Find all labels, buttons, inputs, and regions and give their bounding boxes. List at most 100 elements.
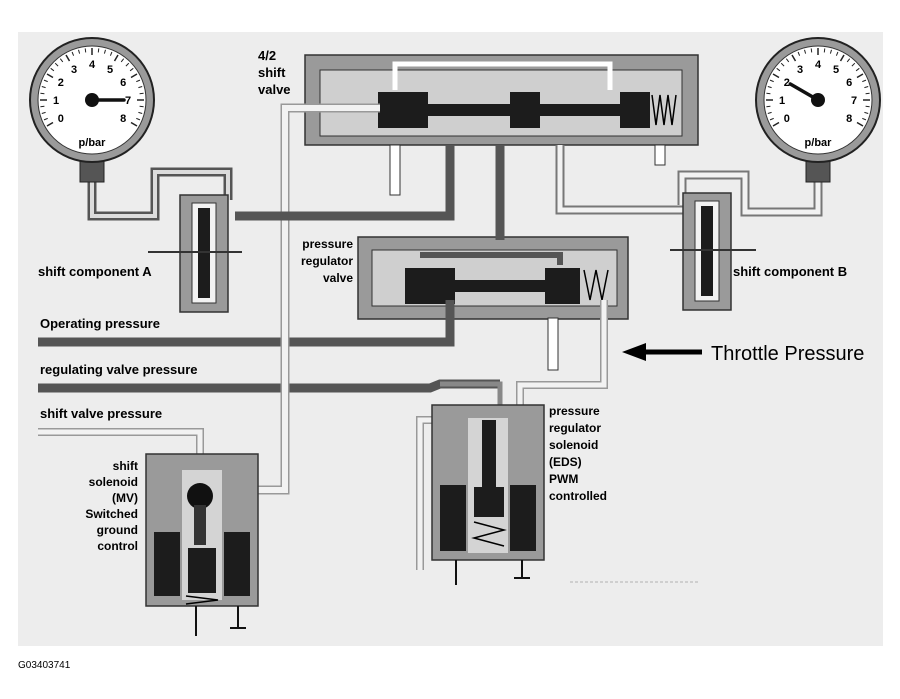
gauge-tick [43, 79, 48, 83]
shift-solenoid-label-1: shift [113, 459, 138, 473]
gauge-right-scale-6: 6 [846, 77, 852, 89]
gauge-left-scale-7: 7 [125, 95, 131, 107]
figure-code: G03403741 [18, 660, 71, 671]
gauge-tick [865, 105, 870, 108]
pressure-regulator-valve-label-1: pressure [302, 237, 353, 251]
gauge-tick [864, 111, 869, 114]
gauge-tick [136, 117, 141, 121]
gauge-tick [103, 49, 106, 54]
shift-component-b [670, 192, 756, 311]
shift-component-a-label: shift component A [38, 264, 152, 279]
labels: 4/2 shift valve pressure regulator valve… [18, 48, 864, 671]
gauge-tick [109, 51, 113, 56]
gauge-tick [769, 79, 774, 83]
eds-label-2: regulator [549, 421, 601, 435]
pressure-gauge-right: 0 1 2 3 4 5 6 7 8 p/bar [755, 37, 881, 183]
gauge-tick [810, 48, 813, 53]
gauge-right-ticks [766, 48, 870, 127]
gauge-tick [41, 86, 46, 89]
gauge-tick [780, 62, 785, 67]
gauge-tick [846, 58, 851, 63]
gauge-tick [139, 92, 144, 95]
gauge-tick [130, 73, 138, 79]
gauge-tick [78, 49, 81, 54]
gauge-tick [855, 67, 860, 72]
gauge-tick [785, 58, 790, 63]
gauge-tick [46, 73, 54, 79]
shift-solenoid-label-2: solenoid [89, 475, 138, 489]
eds-label-5: PWM [549, 472, 578, 486]
gauge-tick [772, 73, 780, 79]
pressure-regulator-valve [357, 236, 629, 320]
gauge-right-scale-2: 2 [784, 77, 790, 89]
gauge-right-scale-8: 8 [846, 113, 852, 125]
gauge-tick [862, 117, 867, 121]
gauge-tick [767, 86, 772, 89]
shift-valve-label-1: 4/2 [258, 48, 276, 63]
gauge-tick [767, 111, 772, 114]
gauge-tick [40, 105, 45, 108]
gauge-tick [769, 117, 774, 121]
eds-label-1: pressure [549, 404, 600, 418]
gauge-left-scale-8: 8 [120, 113, 126, 125]
gauge-tick [54, 62, 59, 67]
gauge-right-scale-7: 7 [851, 95, 857, 107]
gauge-tick [40, 92, 45, 95]
gauge-tick [65, 54, 71, 62]
pressure-regulator-valve-label-2: regulator [301, 254, 353, 268]
shift-valve-pressure-label: shift valve pressure [40, 406, 162, 421]
gauge-tick [130, 121, 138, 127]
gauge-tick [851, 62, 856, 67]
gauge-tick [84, 48, 87, 53]
shift-component-b-label: shift component B [733, 264, 847, 279]
pressure-gauge-left: 0 1 2 3 4 5 6 7 8 p/bar [29, 37, 155, 183]
gauge-left-scale-3: 3 [71, 64, 77, 76]
gauge-left-scale-6: 6 [120, 77, 126, 89]
gauge-right-scale-0: 0 [784, 113, 790, 125]
regulating-valve-pressure-label: regulating valve pressure [40, 362, 198, 377]
gauge-left-scale-5: 5 [107, 64, 113, 76]
gauge-right-scale-3: 3 [797, 64, 803, 76]
shift-valve [304, 54, 699, 196]
shift-solenoid-label-4: Switched [85, 507, 138, 521]
gauge-tick [804, 49, 807, 54]
shift-solenoid-label-5: ground [97, 523, 138, 537]
gauge-tick [791, 54, 797, 62]
gauge-tick [59, 58, 64, 63]
gauge-right-unit: p/bar [805, 137, 833, 149]
gauge-left-unit: p/bar [79, 137, 107, 149]
gauge-tick [839, 54, 845, 62]
gauge-tick [138, 86, 143, 89]
throttle-pressure-label: Throttle Pressure [711, 343, 864, 365]
gauge-tick [113, 54, 119, 62]
gauge-tick [136, 79, 141, 83]
gauge-tick [823, 48, 826, 53]
pressure-regulator-valve-label-3: valve [323, 271, 353, 285]
gauge-right-scale-4: 4 [815, 59, 822, 71]
gauge-left-scale-1: 1 [53, 95, 59, 107]
gauge-tick [776, 67, 781, 72]
gauge-tick [865, 92, 870, 95]
gauge-left-scale-4: 4 [89, 59, 96, 71]
gauge-tick [766, 92, 771, 95]
shift-valve-label-2: shift [258, 65, 286, 80]
gauge-left-ticks [40, 48, 144, 127]
gauge-right-scale-5: 5 [833, 64, 839, 76]
gauge-tick [139, 105, 144, 108]
shift-component-a [148, 194, 242, 313]
eds-label-4: (EDS) [549, 455, 582, 469]
gauge-left-scale-0: 0 [58, 113, 64, 125]
gauge-tick [862, 79, 867, 83]
eds-label-6: controlled [549, 489, 607, 503]
gauge-tick [829, 49, 832, 54]
gauge-tick [797, 51, 801, 56]
gauge-tick [129, 67, 134, 72]
shift-solenoid-label-3: (MV) [112, 491, 138, 505]
gauge-tick [50, 67, 55, 72]
gauge-right-scale-1: 1 [779, 95, 785, 107]
eds-label-3: solenoid [549, 438, 598, 452]
operating-pressure-label: Operating pressure [40, 316, 160, 331]
gauge-tick [856, 73, 864, 79]
gauge-tick [864, 86, 869, 89]
pressure-regulator-solenoid [431, 404, 700, 585]
